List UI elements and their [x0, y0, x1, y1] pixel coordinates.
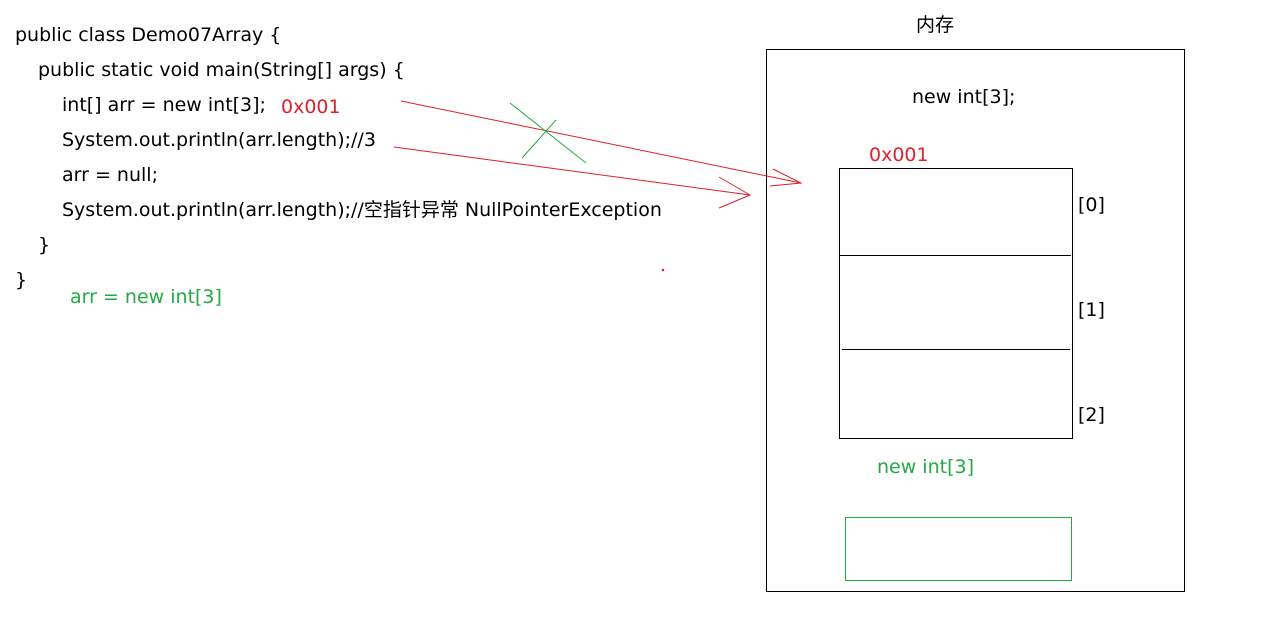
length-arrow-line	[393, 146, 751, 196]
array-index-1: [1]	[1078, 299, 1105, 321]
stray-dot	[661, 268, 665, 272]
array-index-0: [0]	[1078, 194, 1105, 216]
code-close-class: }	[15, 269, 28, 291]
code-print-null-exception: System.out.println(arr.length);//空指针异常 N…	[62, 199, 662, 221]
array-box	[839, 168, 1073, 439]
code-assign-null: arr = null;	[62, 164, 158, 186]
code-array-declaration: int[] arr = new int[3];	[62, 94, 266, 116]
second-array-box	[845, 517, 1072, 581]
length-arrow-head	[718, 176, 752, 209]
code-main-method: public static void main(String[] args) {	[38, 59, 405, 81]
second-allocation-label: new int[3]	[877, 456, 974, 478]
code-reassign-note: arr = new int[3]	[70, 286, 222, 308]
memory-allocation-label: new int[3];	[912, 86, 1016, 108]
code-class-declaration: public class Demo07Array {	[15, 24, 282, 46]
code-address-annotation: 0x001	[281, 96, 341, 118]
code-print-length: System.out.println(arr.length);//3	[62, 129, 376, 151]
code-close-method: }	[38, 234, 51, 256]
cross-out-mark	[509, 102, 587, 164]
array-divider	[840, 255, 1071, 256]
array-divider	[842, 349, 1070, 350]
reference-arrow-line	[400, 100, 802, 184]
memory-address-label: 0x001	[869, 144, 929, 166]
array-index-2: [2]	[1078, 404, 1105, 426]
memory-box	[766, 49, 1185, 592]
memory-title: 内存	[916, 14, 955, 36]
